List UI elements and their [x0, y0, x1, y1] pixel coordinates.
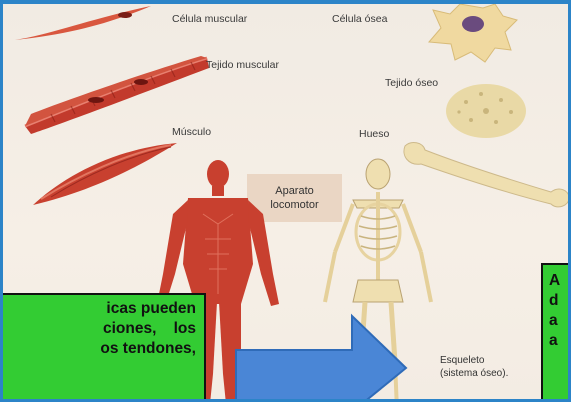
label-bone-tissue: Tejido óseo	[385, 77, 439, 89]
left-callout-line-1: icas pueden	[106, 300, 196, 317]
locomotor-system-label: Aparato locomotor	[247, 174, 342, 222]
label-muscle-tissue: Tejido muscular	[206, 59, 279, 71]
label-bone: Hueso	[359, 128, 390, 140]
skeleton-caption-line1: Esqueleto	[440, 355, 485, 366]
label-muscle-cell: Célula muscular	[172, 13, 248, 25]
right-callout-line-3: a	[549, 312, 558, 329]
muscular-body-figure	[157, 160, 279, 399]
left-callout-line-2: ciones, los	[102, 320, 196, 337]
label-bone-cell: Célula ósea	[332, 13, 388, 25]
label-muscle: Músculo	[172, 126, 212, 138]
skeleton-caption: Esqueleto (sistema óseo).	[440, 354, 508, 380]
bone-tissue-illustration	[446, 84, 526, 138]
right-text-callout: A d a a	[541, 263, 568, 399]
locomotor-line2: locomotor	[270, 199, 319, 211]
muscle-tissue-illustration	[24, 56, 209, 134]
locomotor-line1: Aparato	[275, 185, 314, 197]
bone-illustration	[403, 142, 568, 208]
skeleton-caption-line2: (sistema óseo).	[440, 368, 509, 379]
right-arrow-shape	[235, 313, 408, 399]
muscle-cell-illustration	[15, 6, 151, 40]
bone-cell-illustration	[427, 4, 518, 63]
left-text-callout: icas pueden ciones, los os tendones,	[3, 293, 206, 399]
left-callout-line-3: os tendones,	[100, 340, 196, 357]
muscle-illustration	[33, 143, 177, 205]
right-callout-line-4: a	[549, 332, 558, 349]
right-callout-line-2: d	[549, 292, 559, 309]
right-callout-line-1: A	[549, 272, 561, 289]
